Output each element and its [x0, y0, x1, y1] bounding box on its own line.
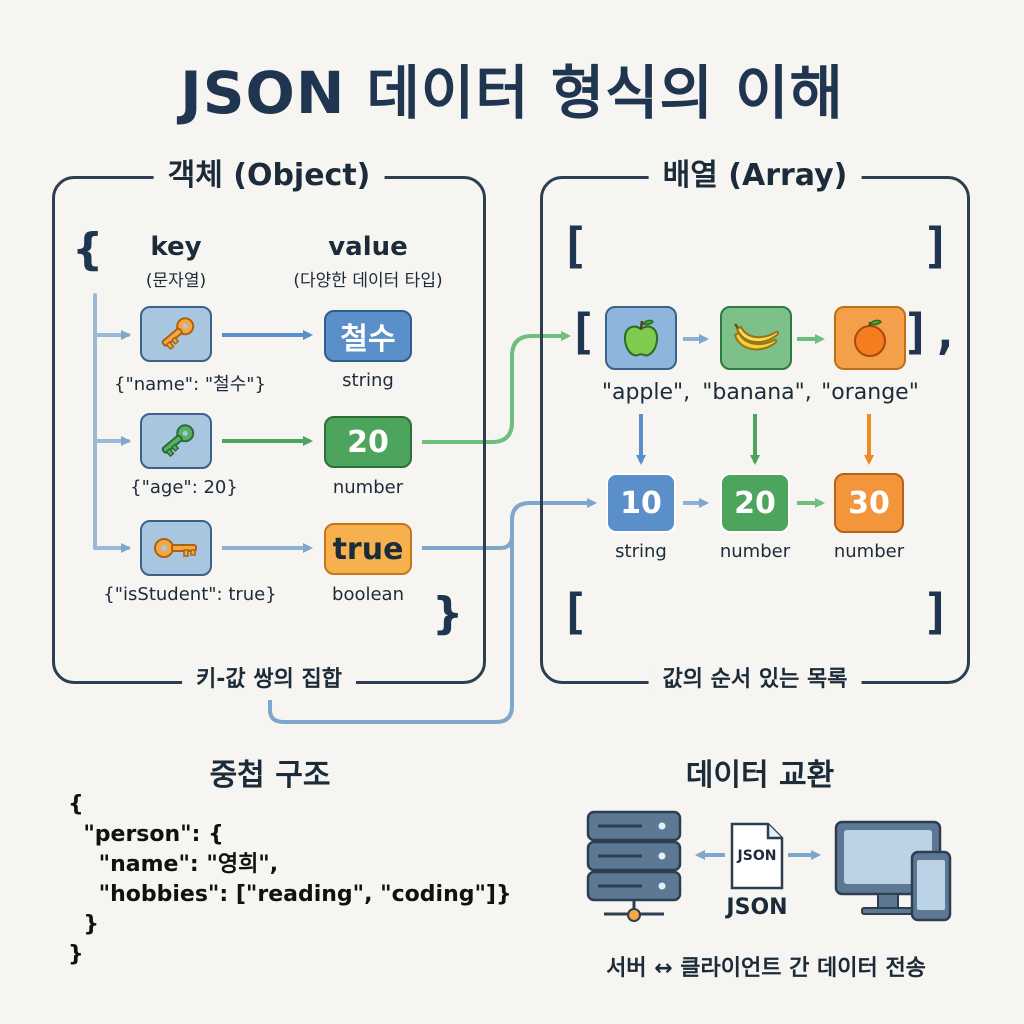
type-label-name: string	[342, 370, 394, 391]
array-close-bracket-top: ]	[922, 218, 951, 274]
object-tree-lines	[93, 293, 131, 553]
value-box-student: true	[324, 523, 412, 575]
fruit-label-apple: "apple",	[601, 380, 691, 405]
array-open-bracket-bottom: [	[560, 584, 589, 640]
fruit-box-apple	[605, 306, 677, 370]
exchange-title: 데이터 교환	[685, 758, 835, 793]
json-file-label: JSON	[737, 848, 777, 864]
array-open-bracket-top: [	[560, 218, 589, 274]
key-icon	[161, 317, 195, 351]
pair-label-age: {"age": 20}	[130, 477, 238, 498]
array-close-bracket-bottom: ]	[922, 584, 951, 640]
key-box-age	[140, 413, 212, 469]
banana-icon	[733, 323, 780, 351]
number-box-20: 20	[720, 473, 790, 533]
exchange-caption: 서버 ↔ 클라이언트 간 데이터 전송	[606, 956, 926, 981]
object-panel	[52, 176, 486, 684]
page-title: JSON 데이터 형식의 이해	[180, 59, 844, 127]
nested-title: 중첩 구조	[209, 758, 331, 793]
json-file-icon	[730, 822, 784, 890]
object-panel-title: 객체 (Object)	[153, 158, 385, 194]
array-panel	[540, 176, 970, 684]
fruit-label-banana: "banana",	[702, 380, 812, 405]
fruit-box-orange	[834, 306, 906, 370]
connector-caption-to-array	[268, 520, 514, 724]
array-panel-caption: 값의 순서 있는 목록	[648, 666, 862, 694]
key-header: key	[150, 232, 202, 262]
type-label-age: number	[332, 477, 404, 498]
apple-icon	[623, 319, 659, 357]
connector-age-to-array	[422, 331, 571, 444]
json-label: JSON	[726, 895, 788, 920]
client-icon	[834, 820, 952, 922]
object-close-brace: }	[432, 588, 464, 639]
type-label-student: boolean	[332, 584, 404, 605]
server-icon	[586, 810, 682, 922]
array-open-bracket-inner: [	[568, 304, 597, 360]
key-icon	[161, 424, 195, 458]
value-box-name: 철수	[324, 310, 412, 362]
number-type-30: number	[833, 541, 905, 562]
nested-code: { "person": { "name": "영희", "hobbies": […	[68, 792, 512, 967]
array-close-bracket-inner: ],	[902, 304, 960, 360]
fruit-box-banana	[720, 306, 792, 370]
pair-label-name: {"name": "철수"}	[114, 374, 266, 395]
key-box-name	[140, 306, 212, 362]
value-box-age: 20	[324, 416, 412, 468]
value-subheader: (다양한 데이터 타입)	[293, 271, 443, 291]
array-panel-title: 배열 (Array)	[648, 158, 862, 194]
value-header: value	[328, 232, 408, 262]
number-type-10: string	[615, 541, 667, 562]
number-type-20: number	[719, 541, 791, 562]
object-open-brace: {	[72, 224, 104, 275]
object-panel-caption: 키-값 쌍의 집합	[182, 666, 356, 694]
pair-label-student: {"isStudent": true}	[103, 584, 277, 605]
key-icon	[154, 538, 197, 558]
key-subheader: (문자열)	[145, 271, 207, 291]
fruit-label-orange: "orange"	[821, 380, 919, 405]
key-box-student	[140, 520, 212, 576]
orange-icon	[854, 319, 886, 357]
number-box-10: 10	[606, 473, 676, 533]
number-box-30: 30	[834, 473, 904, 533]
